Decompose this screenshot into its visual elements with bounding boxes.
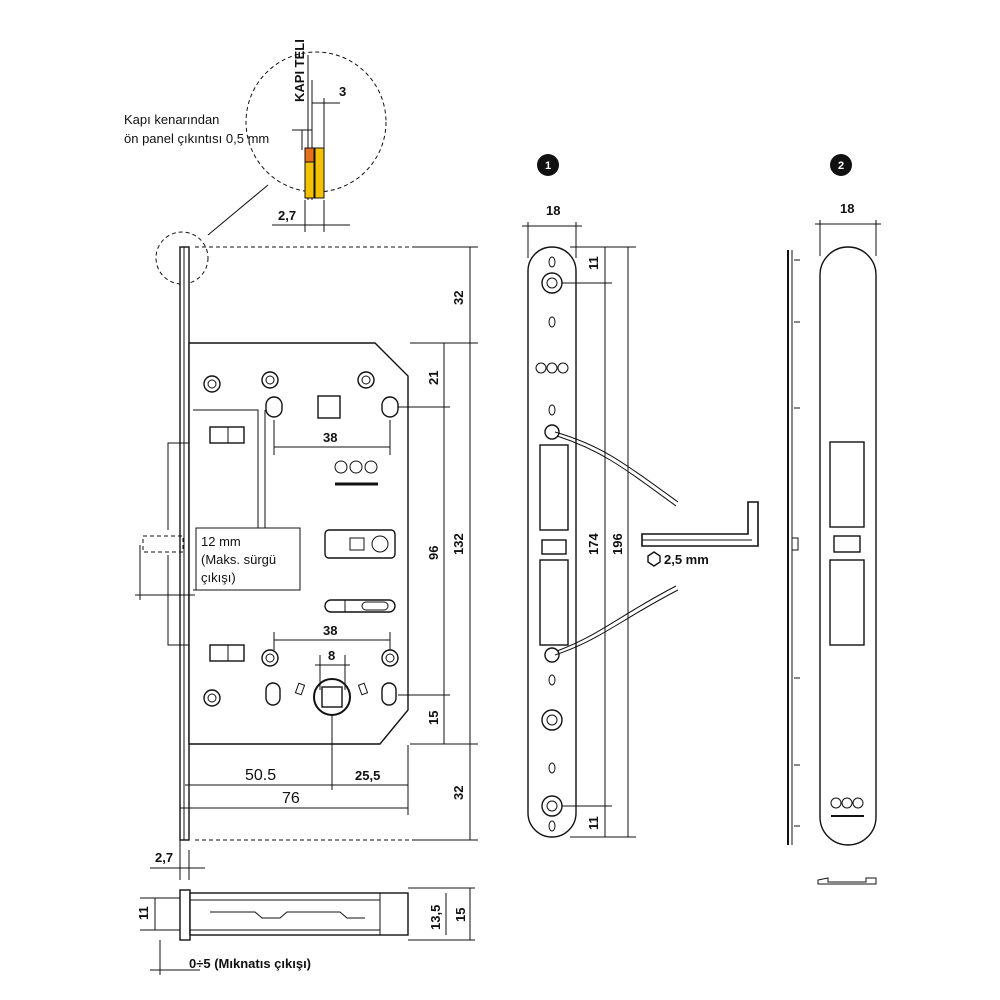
dim-32-bottom: 32: [451, 786, 466, 800]
detail-circle: [207, 51, 387, 236]
plate1-width-18: 18: [546, 203, 560, 218]
plate2-width-18: 18: [840, 201, 854, 216]
dim-2-7-top: 2,7: [278, 208, 296, 223]
dim-8: 8: [328, 648, 335, 663]
dim-32-top: 32: [451, 291, 466, 305]
front-panel-note-line1: Kapı kenarından: [124, 112, 219, 127]
asb-logo-body: [334, 460, 378, 486]
bolt-note-line2: (Maks. sürgü: [201, 552, 276, 567]
hex-key: [641, 501, 759, 567]
dim-15: 15: [426, 711, 441, 725]
hex-key-label: 2,5 mm: [664, 552, 709, 567]
dim-2-7-bottom: 2,7: [155, 850, 173, 865]
bolt-note-line3: çıkışı): [201, 570, 236, 585]
plate1-dim-174: 174: [586, 533, 601, 555]
kapi-teli-label: KAPI TELI: [292, 39, 307, 102]
main-dimension-lines: [150, 246, 478, 880]
badge-1: 1: [545, 160, 551, 172]
dim-25-5: 25,5: [355, 768, 380, 783]
dim-96: 96: [426, 546, 441, 560]
bolt-note: [135, 527, 301, 600]
strike-plate-1: [522, 154, 679, 838]
side-section: [140, 887, 475, 975]
plate1-dim-11-top: 11: [586, 256, 601, 270]
plate1-dim-196: 196: [610, 533, 625, 555]
dim-38-top: 38: [323, 430, 337, 445]
dim-15-side: 15: [453, 908, 468, 922]
dim-76: 76: [282, 790, 300, 807]
dim-11-side: 11: [136, 906, 151, 920]
dim-21: 21: [426, 371, 441, 385]
dim-38-bottom: 38: [323, 623, 337, 638]
hex-icon: [647, 551, 661, 567]
asb-logo-plate2: [830, 797, 864, 817]
front-panel-note-line2: ön panel çıkıntısı 0,5 mm: [124, 131, 269, 146]
plate1-dim-11-bottom: 11: [586, 816, 601, 830]
dim-132: 132: [451, 533, 466, 555]
dim-3: 3: [339, 84, 346, 99]
asb-logo-plate1: [535, 362, 569, 374]
dim-13-5: 13,5: [428, 905, 443, 930]
strike-plate-2: [787, 154, 881, 885]
magnet-note: 0÷5 (Mıknatıs çıkışı): [189, 956, 311, 971]
badge-2: 2: [838, 160, 844, 172]
bolt-note-line1: 12 mm: [201, 534, 241, 549]
dim-50-5: 50.5: [245, 767, 276, 784]
